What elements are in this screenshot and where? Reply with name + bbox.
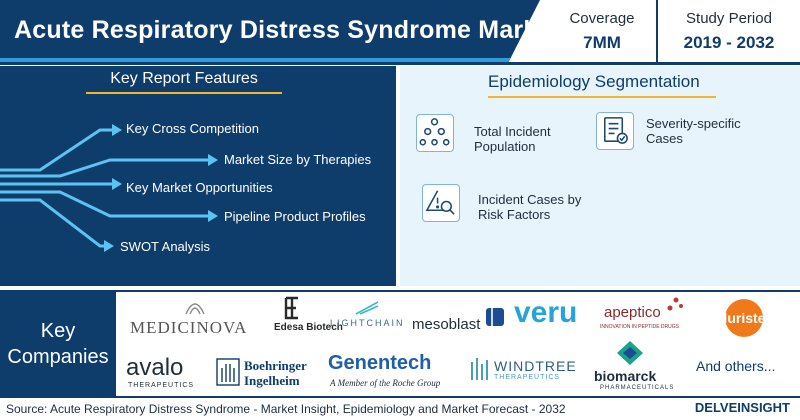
header-divider [0, 62, 800, 65]
feature-pipeline-profiles: Pipeline Product Profiles [224, 209, 366, 224]
edesa-mark-icon [284, 296, 298, 320]
medicinova-mark-icon [185, 303, 205, 315]
logo-pluristem: Pluristem [706, 298, 790, 342]
features-title-underline [86, 92, 282, 94]
epidemiology-segmentation-panel: Epidemiology Segmentation Total Incident… [400, 66, 800, 286]
mesoblast-mark-icon [486, 308, 504, 326]
header: Acute Respiratory Distress Syndrome Mark… [0, 0, 800, 65]
windtree-mark-icon [471, 358, 488, 380]
biomarck-mark-icon [617, 341, 643, 365]
checklist-icon [596, 112, 634, 150]
pluristem-badge-icon [725, 299, 763, 337]
segment-total-incident: Total Incident Population [474, 124, 551, 154]
feature-key-cross-competition: Key Cross Competition [126, 121, 259, 136]
boehringer-mark-icon [216, 358, 240, 386]
delveinsight-logo: DELVEINSIGHT [694, 400, 790, 415]
feature-market-opportunities: Key Market Opportunities [126, 180, 273, 195]
apeptico-mark-icon [667, 297, 683, 311]
source-note: Source: Acute Respiratory Distress Syndr… [6, 402, 566, 416]
feature-arrows-graphic [0, 124, 218, 252]
segment-risk-factors: Incident Cases by Risk Factors [478, 192, 582, 222]
companies-label: Key Companies [7, 320, 109, 368]
footer: Source: Acute Respiratory Distress Syndr… [0, 398, 800, 420]
segmentation-title: Epidemiology Segmentation [488, 72, 700, 91]
feature-market-size: Market Size by Therapies [224, 152, 372, 167]
coverage-value: 7MM [583, 33, 621, 52]
coverage-block: Coverage 7MM [548, 0, 658, 64]
study-period-value: 2019 - 2032 [683, 33, 775, 52]
segmentation-title-underline [488, 96, 716, 98]
study-period-block: Study Period 2019 - 2032 [664, 0, 794, 64]
population-icon [416, 114, 454, 152]
risk-search-icon [422, 184, 460, 222]
features-title: Key Report Features [110, 70, 258, 87]
key-report-features-panel: Key Report Features Key Cross Competitio… [0, 66, 396, 286]
lightchain-mark-icon [355, 301, 379, 315]
page-title: Acute Respiratory Distress Syndrome Mark… [14, 16, 561, 44]
feature-swot-analysis: SWOT Analysis [120, 239, 211, 254]
segment-severity-specific: Severity-specific Cases [646, 116, 741, 146]
company-logos-area: MEDICINOVA Edesa Biotech LIGHTCHAIN meso… [116, 292, 800, 396]
coverage-label: Coverage [569, 10, 635, 27]
title-accent-stripe [0, 58, 540, 64]
study-period-label: Study Period [686, 10, 772, 27]
title-bar [0, 0, 540, 64]
key-companies-band: Key Companies MEDICINOVA Edesa Biotech L… [0, 290, 800, 398]
